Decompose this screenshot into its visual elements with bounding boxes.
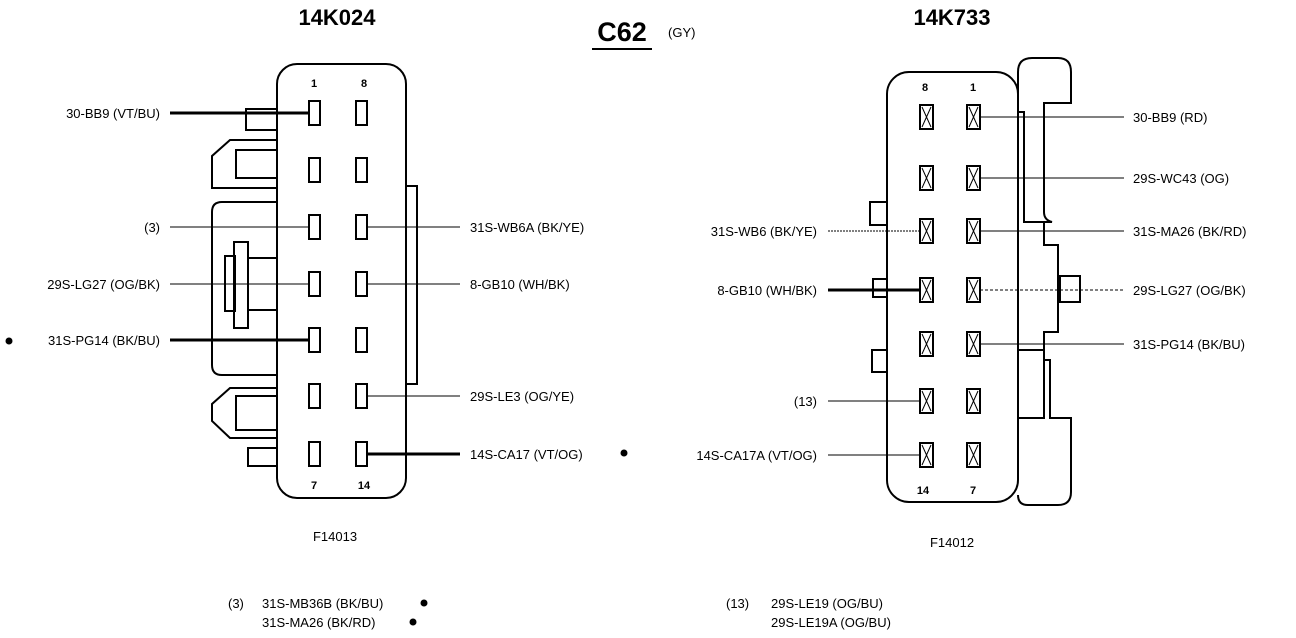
right-wire-label-13: (13) (794, 394, 817, 409)
connector-name: C62 (597, 17, 647, 47)
right-pin-12 (919, 331, 934, 357)
right-wires (828, 116, 1124, 456)
right-pin-label-bottom-right: 7 (970, 485, 976, 497)
left-lock-arm (233, 241, 249, 329)
right-latch-inner (1018, 111, 1044, 223)
left-pin-label-top-left: 1 (311, 78, 317, 90)
left-pin-10 (355, 214, 368, 240)
right-figure-number: F14012 (930, 535, 974, 550)
left-wire-label-13: 29S-LE3 (OG/YE) (470, 389, 574, 404)
left-pin-9 (355, 157, 368, 183)
left-pin-6 (308, 383, 321, 409)
left-pins (308, 100, 368, 467)
right-pin-13 (919, 388, 934, 414)
right-connector-body (886, 71, 1019, 503)
right-footnote-line-1: 29S-LE19 (OG/BU) (771, 596, 883, 611)
left-wire-5-dot (5, 337, 13, 345)
right-wire-label-14: 14S-CA17A (VT/OG) (696, 448, 817, 463)
left-footnote-line-2-dot (409, 618, 417, 626)
left-wire-label-5: 31S-PG14 (BK/BU) (48, 333, 160, 348)
left-wire-label-10: 31S-WB6A (BK/YE) (470, 220, 584, 235)
left-latch-lower (247, 447, 277, 467)
right-left-bump-lower (871, 349, 887, 373)
right-part-number: 14K733 (913, 5, 990, 30)
left-guide-lower (211, 387, 277, 439)
right-pin-7 (966, 442, 981, 468)
right-pin-label-top-right: 1 (970, 82, 976, 94)
right-pin-label-bottom-left: 14 (917, 485, 930, 497)
right-footnote-line-2: 29S-LE19A (OG/BU) (771, 615, 891, 630)
left-pin-5 (308, 327, 321, 353)
left-footnote-ref: (3) (228, 596, 244, 611)
left-connector-body (276, 63, 407, 499)
left-guide-lower-inner (235, 395, 278, 431)
left-pin-4 (308, 271, 321, 297)
right-pin-14 (919, 442, 934, 468)
right-pin-4 (966, 277, 981, 303)
left-latch-upper (245, 108, 277, 131)
left-wire-label-14: 14S-CA17 (VT/OG) (470, 447, 583, 462)
right-wire-label-1: 30-BB9 (RD) (1133, 110, 1207, 125)
left-footnote-line-2: 31S-MA26 (BK/RD) (262, 615, 375, 630)
right-pin-3 (966, 218, 981, 244)
left-pin-8 (355, 100, 368, 126)
left-footnote-line-1: 31S-MB36B (BK/BU) (262, 596, 383, 611)
left-part-number: 14K024 (298, 5, 376, 30)
left-wires (170, 111, 460, 456)
left-wire-label-3: (3) (144, 220, 160, 235)
right-key-tab (1059, 275, 1081, 303)
right-wire-label-5: 31S-PG14 (BK/BU) (1133, 337, 1245, 352)
right-pin-6 (966, 388, 981, 414)
right-pin-11 (919, 277, 934, 303)
left-figure-number: F14013 (313, 529, 357, 544)
left-right-rail (405, 185, 418, 385)
right-wire-label-3: 31S-MA26 (BK/RD) (1133, 224, 1246, 239)
right-pin-9 (919, 165, 934, 191)
left-pin-3 (308, 214, 321, 240)
right-wire-label-2: 29S-WC43 (OG) (1133, 171, 1229, 186)
left-pin-label-bottom-left: 7 (311, 480, 317, 492)
left-pin-14 (355, 441, 368, 467)
left-guide-upper (211, 139, 277, 189)
right-wire-label-4: 29S-LG27 (OG/BK) (1133, 283, 1246, 298)
right-pin-1 (966, 104, 981, 130)
left-wire-label-11: 8-GB10 (WH/BK) (470, 277, 570, 292)
right-pin-label-top-left: 8 (922, 82, 928, 94)
left-pin-11 (355, 271, 368, 297)
right-connector (869, 57, 1081, 506)
right-pin-8 (919, 104, 934, 130)
right-latch-frame (1017, 57, 1072, 506)
left-pin-12 (355, 327, 368, 353)
right-pins (919, 104, 981, 468)
right-footnote-ref: (13) (726, 596, 749, 611)
left-pin-label-top-right: 8 (361, 78, 367, 90)
left-pin-13 (355, 383, 368, 409)
left-guide-upper-inner (235, 149, 278, 179)
left-wire-14-dot (620, 449, 628, 457)
left-pin-7 (308, 441, 321, 467)
right-pin-2 (966, 165, 981, 191)
right-pin-5 (966, 331, 981, 357)
left-pin-1 (308, 100, 321, 126)
left-wire-label-1: 30-BB9 (VT/BU) (66, 106, 160, 121)
left-connector (211, 63, 418, 499)
right-wire-label-10: 31S-WB6 (BK/YE) (711, 224, 817, 239)
left-side-lock (211, 201, 277, 376)
left-pin-2 (308, 157, 321, 183)
connector-color-code: (GY) (668, 25, 695, 40)
right-latch-inner-lower (1018, 349, 1045, 419)
right-left-bump-upper (869, 201, 887, 226)
left-footnote-line-1-dot (420, 599, 428, 607)
right-pin-10 (919, 218, 934, 244)
left-wire-label-4: 29S-LG27 (OG/BK) (47, 277, 160, 292)
right-wire-label-11: 8-GB10 (WH/BK) (717, 283, 817, 298)
left-pin-label-bottom-right: 14 (358, 480, 371, 492)
right-left-bump-mid (872, 278, 888, 298)
